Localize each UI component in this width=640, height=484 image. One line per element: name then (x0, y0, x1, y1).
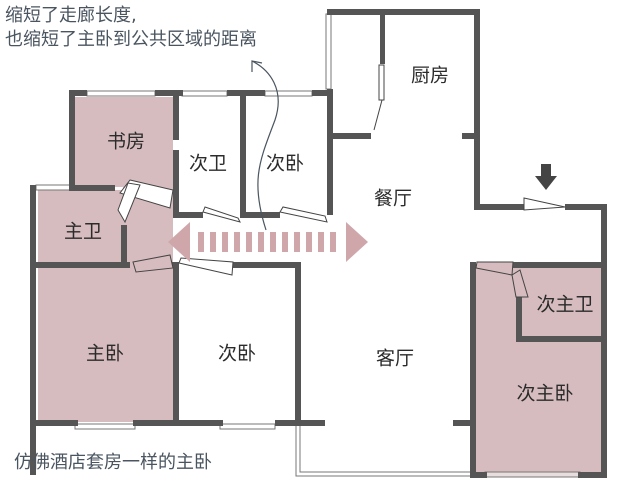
room-living: 客厅 (375, 347, 415, 370)
room-master-bedroom: 主卧 (85, 342, 125, 365)
sub-master-fill (476, 264, 602, 472)
bedroom-bottom-door (178, 257, 234, 276)
bedroom-top-door (279, 206, 328, 223)
room-kitchen: 厨房 (410, 64, 450, 87)
doors (117, 99, 566, 298)
room-master-bath: 主卫 (63, 220, 103, 243)
room-sub-master-bath: 次主卫 (536, 293, 594, 316)
sub-master-door (475, 261, 514, 276)
master-bath-door (117, 182, 141, 224)
room-sub-master-bedroom: 次主卧 (516, 382, 574, 405)
guest-bath-door (202, 206, 241, 223)
entrance-arrow-icon (535, 164, 557, 190)
study-fill (75, 97, 173, 187)
room-study: 书房 (106, 130, 146, 153)
annotation-bottom: 仿佛酒店套房一样的主卧 (14, 452, 212, 473)
kitchen-sliding-door (378, 64, 385, 101)
curved-arrow-icon (251, 60, 279, 231)
walls (30, 9, 607, 478)
room-bedroom-bottom: 次卧 (217, 342, 257, 365)
master-bath-fill (38, 190, 123, 270)
double-arrow-icon (168, 222, 368, 262)
balcony-rail (295, 425, 475, 477)
room-guest-bath: 次卫 (188, 152, 228, 175)
master-bedroom-door (132, 254, 174, 273)
master-bedroom-fill (38, 267, 173, 422)
entrance-door (523, 197, 566, 211)
sub-master-bath-door (511, 269, 529, 298)
room-dining: 餐厅 (373, 187, 413, 210)
room-bedroom-top: 次卧 (265, 152, 305, 175)
annotation-top-line1: 缩短了走廊长度, (5, 5, 137, 26)
kitchen-door (373, 99, 383, 131)
annotation-top-line2: 也缩短了主卧到公共区域的距离 (5, 29, 257, 50)
